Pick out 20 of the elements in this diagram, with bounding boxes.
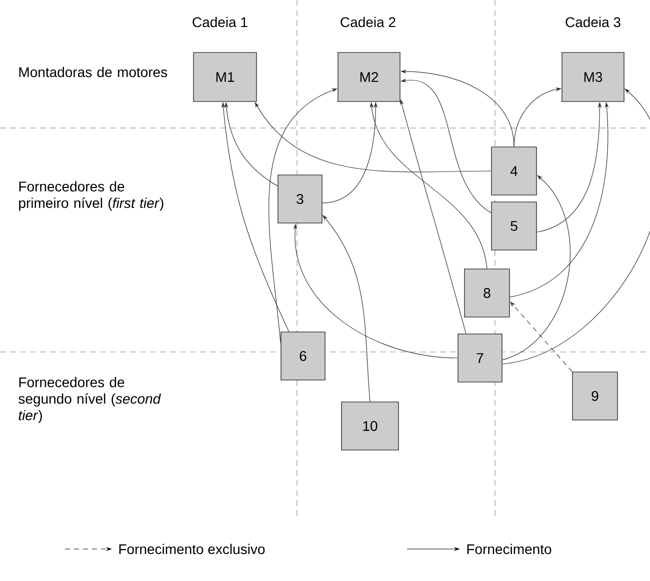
column-heading: Cadeia 2 <box>340 16 396 28</box>
supplier-box: M3 <box>562 52 624 102</box>
supplier-box: 8 <box>464 268 510 318</box>
supplier-box: 10 <box>341 402 399 450</box>
supplier-box: M1 <box>193 52 257 102</box>
legend-text: Fornecimento exclusivo <box>119 544 265 554</box>
row-label: Fornecedores de primeiro nível (first tier) <box>19 181 164 211</box>
legend-text: Fornecimento <box>467 544 552 554</box>
column-heading: Cadeia 1 <box>192 16 248 28</box>
row-label: Montadoras de motores <box>19 66 168 78</box>
row-label: Fornecedores de segundo nível (second tier) <box>18 376 161 424</box>
supplier-box: 9 <box>572 372 618 420</box>
supplier-box: 4 <box>491 146 537 196</box>
supplier-box: 6 <box>280 332 326 380</box>
column-heading: Cadeia 3 <box>566 16 620 28</box>
supplier-box: 3 <box>278 174 322 224</box>
supplier-box: M2 <box>338 52 400 102</box>
arrow <box>502 175 570 360</box>
supplier-box: 5 <box>491 202 537 250</box>
supplier-box: 7 <box>458 334 502 382</box>
